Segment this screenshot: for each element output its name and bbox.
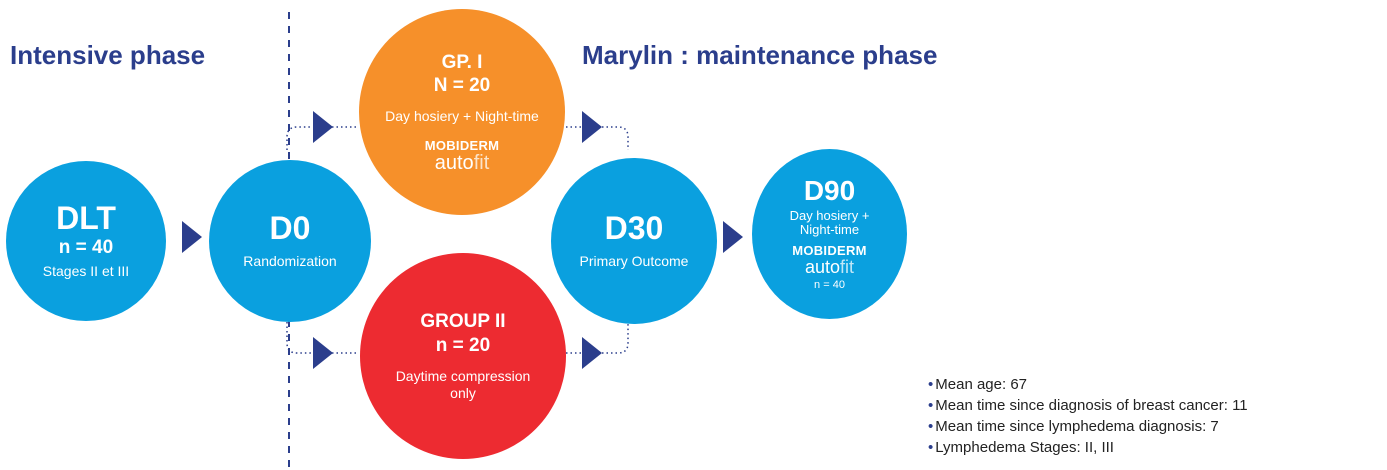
intensive-phase-title: Intensive phase	[10, 40, 206, 70]
d0-node: D0 Randomization	[209, 160, 371, 322]
arrow-gp1-d30	[582, 111, 602, 143]
connector-gp2-d30	[566, 322, 629, 354]
group2-description: Daytime compression only	[395, 367, 531, 401]
stats-item: •Mean age: 67	[928, 376, 1028, 393]
stats-item: •Lymphedema Stages: II, III	[928, 439, 1114, 456]
d30-node: D30 Primary Outcome	[551, 158, 717, 324]
d30-description: Primary Outcome	[579, 253, 689, 270]
maintenance-phase-title: Marylin : maintenance phase	[582, 40, 938, 70]
stats-list: •Mean age: 67 •Mean time since diagnosis…	[928, 374, 1248, 458]
arrow-d30-d90	[723, 221, 743, 253]
dlt-count: n = 40	[58, 236, 114, 258]
arrow-d0-gp2	[313, 337, 333, 369]
group1-title: GP. I	[441, 51, 483, 73]
group2-title: GROUP II	[420, 311, 506, 333]
d0-description: Randomization	[243, 253, 337, 270]
connector-d0-gp2	[286, 322, 356, 354]
connector-gp1-d30	[566, 126, 629, 150]
group1-brand-name: MOBIDERM	[424, 138, 500, 153]
arrow-gp2-d30	[582, 337, 602, 369]
group1-description: Day hosiery + Night-time	[385, 108, 539, 125]
group2-node: GROUP II n = 20 Daytime compression only	[360, 253, 566, 459]
d0-title: D0	[269, 209, 311, 246]
d90-node: D90 Day hosiery + Night-time MOBIDERM au…	[752, 149, 907, 319]
dlt-node: DLT n = 40 Stages II et III	[6, 161, 166, 321]
d90-brand-logo: autofit	[804, 257, 855, 278]
dlt-title: DLT	[56, 199, 116, 236]
dlt-description: Stages II et III	[42, 263, 130, 280]
stats-item: •Mean time since lymphedema diagnosis: 7	[928, 418, 1219, 435]
d90-count: n = 40	[814, 279, 845, 292]
d90-description: Day hosiery + Night-time	[789, 208, 870, 238]
arrow-dlt-d0	[182, 221, 202, 253]
group2-count: n = 20	[435, 335, 491, 357]
group1-count: N = 20	[433, 75, 491, 97]
d30-title: D30	[604, 209, 664, 246]
group1-brand-logo: autofit	[434, 152, 490, 175]
stats-item: •Mean time since diagnosis of breast can…	[928, 397, 1248, 414]
arrow-d0-gp1	[313, 111, 333, 143]
d90-brand-name: MOBIDERM	[792, 242, 867, 258]
d90-title: D90	[803, 174, 856, 206]
group1-node: GP. I N = 20 Day hosiery + Night-time MO…	[359, 9, 565, 215]
